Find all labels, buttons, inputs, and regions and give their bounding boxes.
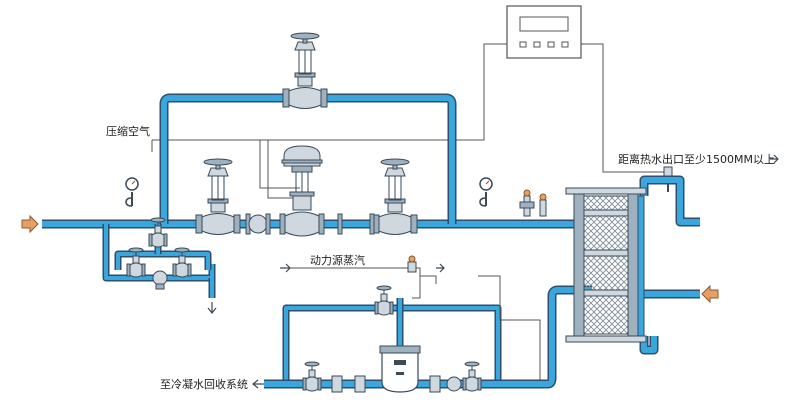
motive-branch-arrow xyxy=(436,263,445,273)
compressed-air-label: 压缩空气 xyxy=(106,124,150,138)
isolation-valve-right[interactable] xyxy=(372,158,418,235)
vacuum-breaker xyxy=(539,193,547,217)
check-valve-left xyxy=(331,375,366,393)
condensate-valve-right[interactable] xyxy=(462,361,482,392)
distance-note-arrow xyxy=(770,154,779,164)
steam-trap-small xyxy=(152,270,168,290)
motive-steam-branch xyxy=(420,275,437,284)
air-vent xyxy=(407,255,417,273)
pressure-gauge-inlet xyxy=(125,177,139,207)
to-condensate-label: 至冷凝水回收系统 xyxy=(160,377,248,391)
condensate-outlet-arrow xyxy=(252,379,264,389)
strainer xyxy=(245,213,271,235)
condensate-valve-left[interactable] xyxy=(302,361,322,392)
safety-valve xyxy=(519,189,535,217)
signal-line-controller xyxy=(259,43,507,189)
condensate-pump xyxy=(379,345,421,393)
motive-steam-arrow xyxy=(280,263,291,273)
distance-note-label: 距离热水出口至少1500MM以上 xyxy=(618,152,775,166)
controller xyxy=(506,5,582,59)
pump-exhaust-line xyxy=(478,275,541,380)
motive-steam-line xyxy=(290,267,421,299)
pressure-gauge-outlet xyxy=(479,177,493,207)
bypass-globe-valve[interactable] xyxy=(282,32,328,109)
compressed-air-line xyxy=(152,139,296,199)
plate-heat-exchanger xyxy=(565,187,647,343)
isolation-valve-left[interactable] xyxy=(195,158,241,235)
check-valve-right xyxy=(429,375,462,393)
signal-line-sensor xyxy=(581,43,668,173)
drain-outlet-arrow xyxy=(207,302,217,314)
water-inlet-arrow xyxy=(701,285,719,303)
pneumatic-control-valve[interactable] xyxy=(279,145,325,237)
motive-steam-label: 动力源蒸汽 xyxy=(310,253,365,267)
steam-inlet-arrow xyxy=(21,215,39,233)
flange-pair xyxy=(337,213,375,235)
motive-steam-valve[interactable] xyxy=(374,285,394,316)
